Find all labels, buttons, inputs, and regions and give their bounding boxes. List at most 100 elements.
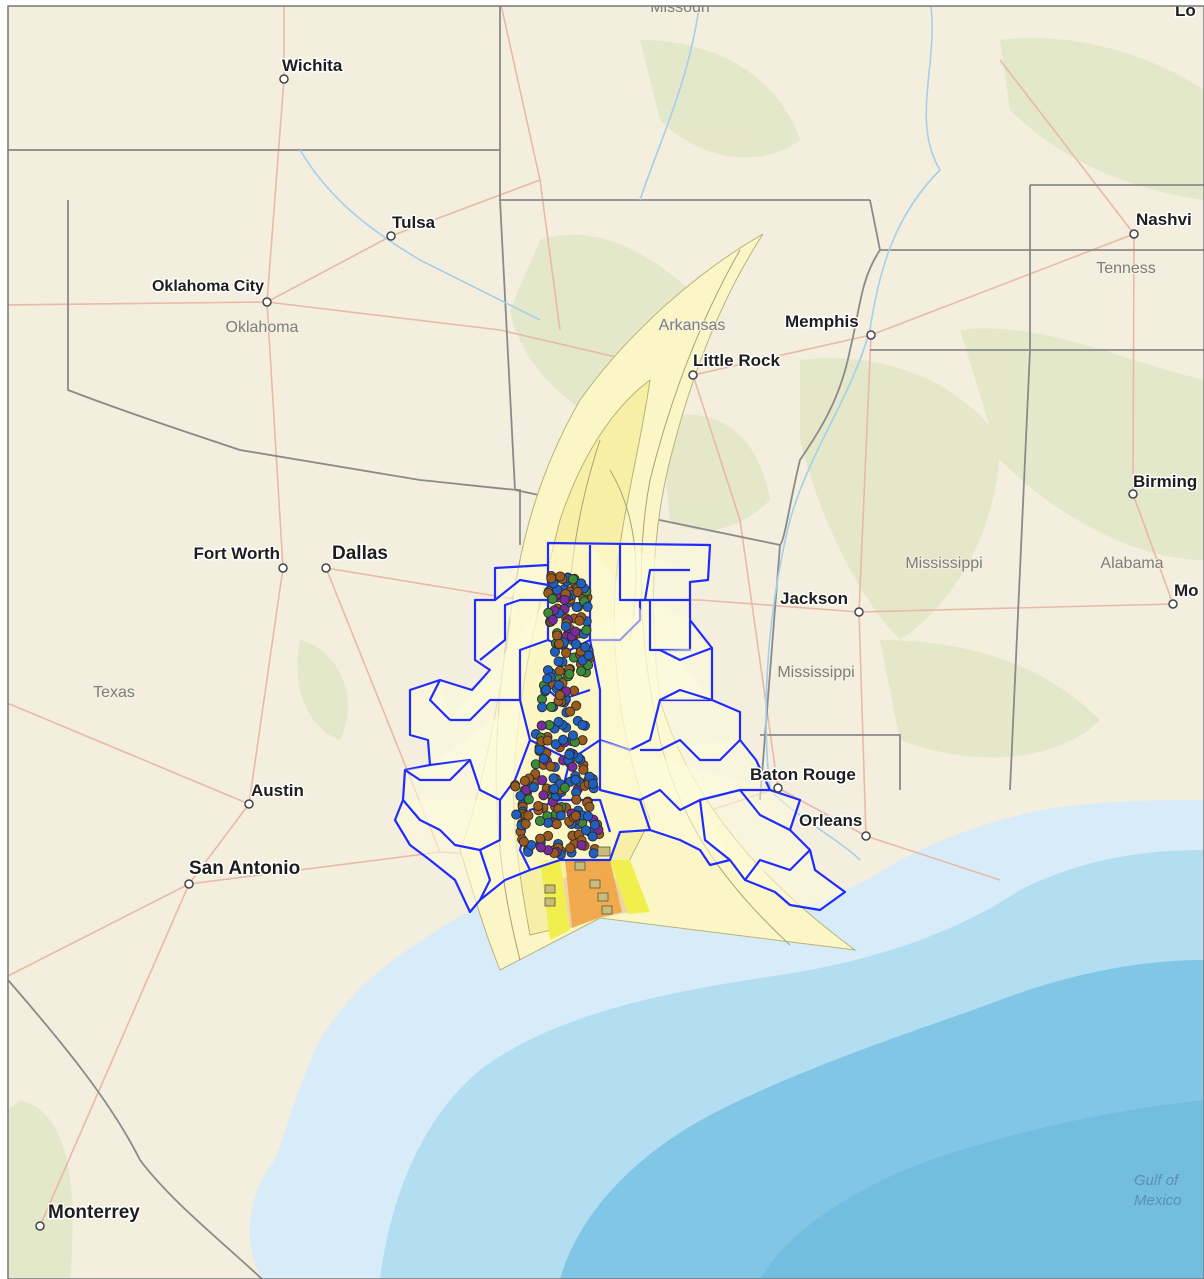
state-label: Arkansas <box>659 317 726 334</box>
city-marker <box>688 370 698 380</box>
monitoring-point <box>538 790 549 801</box>
monitoring-point <box>583 650 594 661</box>
monitoring-point <box>554 665 565 677</box>
city-marker <box>35 1221 45 1231</box>
monitoring-point <box>564 749 575 760</box>
city-marker <box>1129 229 1139 239</box>
monitoring-point <box>589 819 600 830</box>
city-marker <box>866 330 876 340</box>
monitoring-point <box>523 810 534 821</box>
monitoring-point <box>538 753 549 764</box>
city-marker <box>262 297 272 307</box>
city-label: Memphis <box>785 312 859 331</box>
monitoring-point <box>547 614 558 625</box>
monitoring-point <box>570 810 581 821</box>
monitoring-point <box>551 819 562 830</box>
city-label: Tulsa <box>392 213 436 232</box>
city-label: Orleans <box>799 811 862 830</box>
water-label: Mexico <box>1134 1192 1182 1209</box>
monitoring-point <box>537 775 548 786</box>
monitoring-point <box>576 666 587 677</box>
monitoring-point <box>546 573 557 584</box>
city-label: Dallas <box>332 543 388 564</box>
city-label: Lo <box>1175 1 1196 20</box>
monitoring-point <box>518 836 529 847</box>
city-marker <box>386 231 396 241</box>
monitoring-point <box>571 700 582 711</box>
monitoring-point <box>578 764 589 775</box>
city-label: Wichita <box>282 56 343 75</box>
monitoring-point <box>548 773 559 784</box>
monitoring-point <box>567 574 579 585</box>
monitoring-point <box>536 720 547 731</box>
monitoring-point <box>570 774 581 785</box>
state-label: Missouri <box>650 0 710 16</box>
monitoring-point <box>570 639 582 650</box>
city-label: San Antonio <box>189 858 300 879</box>
water-labels: Gulf of Mexico <box>1134 1172 1182 1209</box>
monitoring-point <box>582 601 593 612</box>
monitoring-point <box>543 607 554 618</box>
monitoring-point <box>519 775 530 786</box>
monitoring-points <box>510 571 605 860</box>
county-boundaries <box>393 541 847 914</box>
monitoring-point <box>548 783 560 795</box>
monitoring-point <box>571 794 582 805</box>
monitoring-point <box>523 794 534 805</box>
monitoring-point <box>565 706 576 717</box>
monitoring-point <box>542 735 553 746</box>
city-label: Jackson <box>780 589 848 608</box>
monitoring-point <box>528 782 539 793</box>
monitoring-point <box>567 761 578 772</box>
map-frame <box>7 5 1204 1279</box>
monitoring-point <box>576 578 587 589</box>
monitoring-point <box>582 811 594 822</box>
gulf-water-deepest <box>760 1100 1204 1279</box>
city-marker <box>861 831 871 841</box>
monitoring-point <box>553 656 564 667</box>
monitoring-point <box>542 673 553 684</box>
monitoring-point <box>545 761 556 772</box>
city-label: Monterrey <box>48 1202 140 1223</box>
monitoring-point <box>560 621 571 632</box>
city-label: Oklahoma City <box>152 278 264 295</box>
city-label: Nashvi <box>1136 210 1192 229</box>
monitoring-point <box>555 571 566 582</box>
monitoring-point <box>511 809 522 820</box>
city-label: Little Rock <box>693 351 780 370</box>
state-label: Alabama <box>1100 555 1163 572</box>
state-label: Oklahoma <box>226 319 299 336</box>
monitoring-point <box>554 638 565 649</box>
city-marker <box>279 74 289 84</box>
monitoring-point <box>534 744 545 755</box>
state-borders <box>8 6 1204 1279</box>
monitoring-point <box>571 601 582 613</box>
monitoring-point <box>580 642 591 653</box>
water-label: Gulf of <box>1134 1172 1180 1189</box>
city-marker <box>773 783 783 793</box>
monitoring-point <box>553 680 564 691</box>
monitoring-point <box>553 716 564 727</box>
monitoring-point <box>535 842 546 853</box>
city-label: Mo <box>1174 581 1199 600</box>
plume-yellow-2 <box>610 860 650 914</box>
monitoring-point <box>576 840 587 851</box>
city-label: Birming <box>1133 472 1197 491</box>
monitoring-point <box>520 818 531 829</box>
monitoring-point <box>552 630 563 641</box>
monitoring-point <box>555 810 566 821</box>
city-marker <box>244 799 254 809</box>
monitoring-point <box>567 730 579 741</box>
state-label: Mississippi <box>905 555 982 572</box>
monitoring-point <box>572 586 583 597</box>
city-label: Fort Worth <box>193 544 280 563</box>
monitoring-point <box>534 815 546 827</box>
monitoring-point <box>541 684 552 695</box>
monitoring-point <box>570 626 581 637</box>
monitoring-point <box>577 720 588 731</box>
monitoring-point <box>559 782 570 793</box>
monitoring-point <box>580 825 591 836</box>
monitoring-point <box>554 690 565 701</box>
